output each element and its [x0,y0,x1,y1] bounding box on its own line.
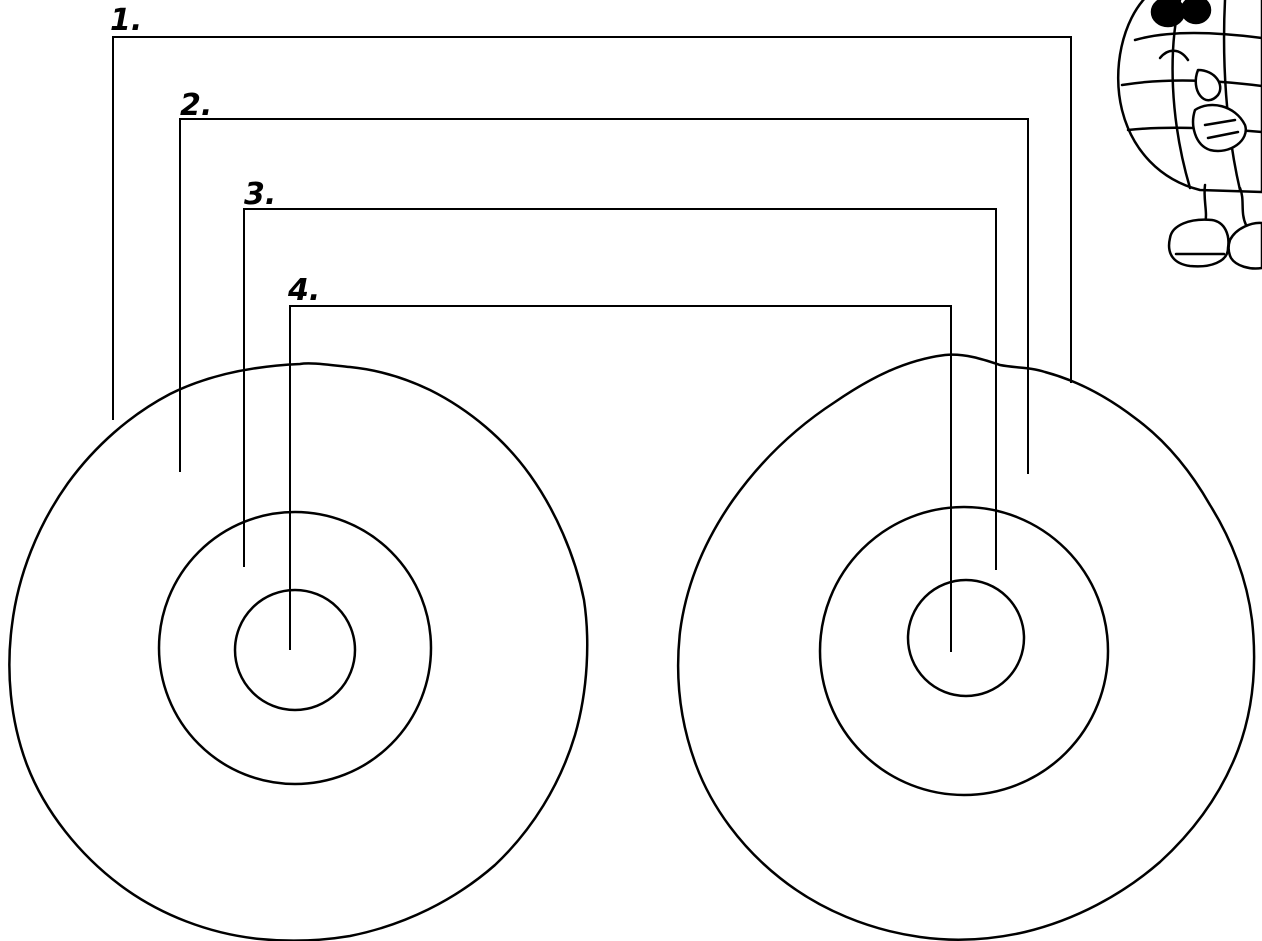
left-inner-circle [233,588,357,712]
bracket-line-4 [289,305,952,652]
right-inner-circle [906,578,1026,698]
right-earth-cross-section [676,353,1256,941]
left-middle-circle [157,510,433,786]
right-outer-circle [676,353,1256,941]
left-outer-circle [8,362,589,941]
label-3: 3. [244,177,276,212]
bracket-lines [112,36,1072,652]
bracket-line-2 [179,118,1029,474]
label-4: 4. [287,273,320,308]
left-earth-cross-section [8,362,589,941]
label-2: 2. [180,88,212,123]
right-middle-circle [818,505,1110,797]
label-1: 1. [110,3,142,38]
bracket-line-3 [243,208,997,570]
globe-mascot-icon [1116,0,1262,270]
bracket-line-1 [112,36,1072,420]
